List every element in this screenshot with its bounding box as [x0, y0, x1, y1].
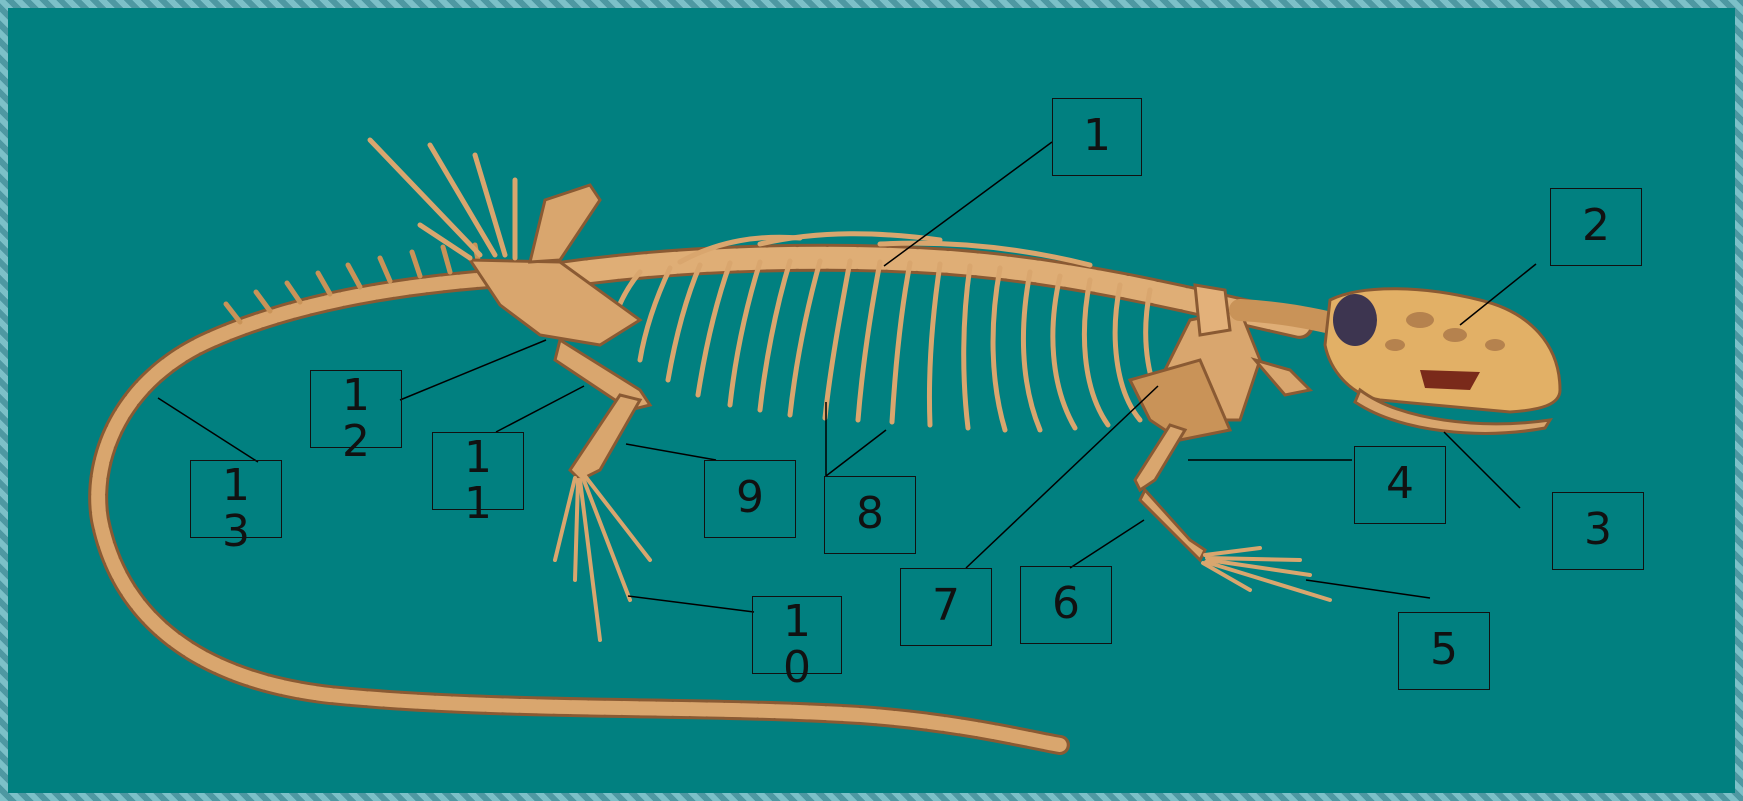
label-8: 8: [824, 476, 916, 554]
skull: [1240, 289, 1560, 434]
label-3: 3: [1552, 492, 1644, 570]
label-1: 1: [1052, 98, 1142, 176]
label-4: 4: [1354, 446, 1446, 524]
label-6: 6: [1020, 566, 1112, 644]
label-2: 2: [1550, 188, 1642, 266]
label-5: 5: [1398, 612, 1490, 690]
pelvis-and-hindlimb: [370, 140, 650, 640]
label-7: 7: [900, 568, 992, 646]
label-9: 9: [704, 460, 796, 538]
